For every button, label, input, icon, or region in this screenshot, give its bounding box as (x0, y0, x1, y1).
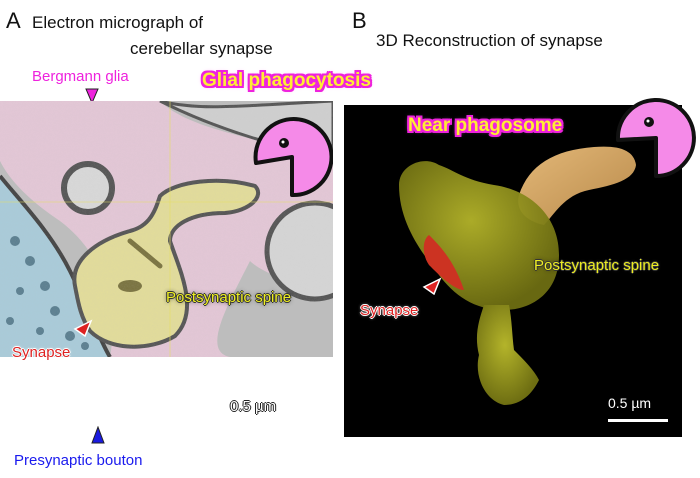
pacman-phagosome-icon (615, 98, 696, 178)
panel-a-scale-bar-label: 0.5 µm (230, 398, 277, 415)
pacman-glia-icon (253, 117, 333, 198)
panel-b-synapse-label: Synapse (360, 302, 419, 319)
panel-a-title-line1: Electron micrograph of (32, 13, 204, 32)
panel-b-postsynaptic-spine-label: Postsynaptic spine (534, 257, 660, 274)
panel-a-title-line2: cerebellar synapse (130, 39, 273, 58)
panel-a-synapse-label-outer: Synapse (12, 344, 71, 361)
bergmann-glia-arrow-icon (85, 88, 99, 104)
glial-phagocytosis-title: Glial phagocytosis (202, 70, 371, 91)
panel-a-letter: A (6, 8, 21, 33)
presynaptic-bouton-arrow-icon (91, 426, 105, 444)
3d-reconstruction-image: Near phagosome Postsynaptic spine Synaps… (344, 105, 682, 437)
presynaptic-bouton-label: Presynaptic bouton (14, 452, 143, 469)
electron-micrograph-image: Postsynaptic spine Synapse 0.5 µm (0, 101, 333, 357)
panel-a-scale-bar (197, 419, 320, 422)
panel-b-scale-label: 0.5 µm (608, 395, 652, 411)
panel-b-letter: B (352, 8, 367, 33)
panel-a-synapse-arrow-icon (73, 319, 93, 337)
panel-a-postsynaptic-spine-label: Postsynaptic spine (166, 289, 292, 306)
panel-b-synapse-arrow-icon (422, 277, 442, 295)
near-phagosome-label: Near phagosome (408, 115, 563, 136)
bergmann-glia-label: Bergmann glia (32, 68, 129, 85)
panel-b-title: 3D Reconstruction of synapse (376, 31, 603, 50)
